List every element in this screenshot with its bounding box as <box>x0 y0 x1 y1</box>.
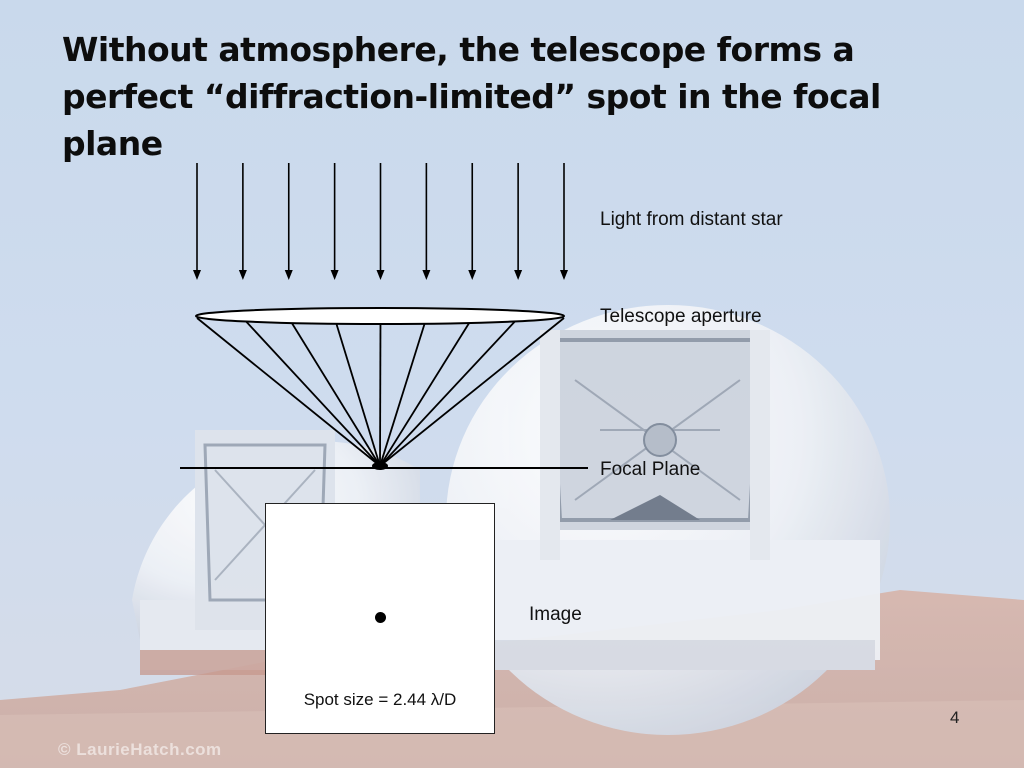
converging-ray <box>379 317 382 467</box>
slide-title: Without atmosphere, the telescope forms … <box>62 30 881 163</box>
converging-ray <box>379 317 519 467</box>
converging-ray <box>287 317 381 467</box>
converging-ray <box>379 317 565 467</box>
converging-ray <box>196 317 381 467</box>
diffraction-spot <box>375 612 386 623</box>
arrowhead-icon <box>284 270 293 280</box>
arrowhead-icon <box>468 270 477 280</box>
right-observatory-dome <box>446 305 890 735</box>
incoming-starlight-rays <box>193 163 568 280</box>
arrowhead-icon <box>560 270 568 280</box>
copyright-watermark: © LaurieHatch.com <box>58 740 222 759</box>
arrowhead-icon <box>422 270 431 280</box>
focal-plane-label: Focal Plane <box>600 459 701 480</box>
converging-ray <box>242 317 381 467</box>
focal-point <box>372 462 388 470</box>
arrowhead-icon <box>193 270 201 280</box>
arrowhead-icon <box>238 270 247 280</box>
spot-size-formula: Spot size = 2.44 λ/D <box>303 690 457 709</box>
arrowhead-icon <box>514 270 523 280</box>
focal-image-box: Spot size = 2.44 λ/D <box>265 503 495 734</box>
telescope-aperture-lens <box>195 307 565 325</box>
aperture-label: Telescope aperture <box>600 306 762 327</box>
arrowhead-icon <box>330 270 339 280</box>
ground-haze <box>0 700 1024 768</box>
arrowhead-icon <box>376 270 385 280</box>
converging-ray <box>333 317 381 467</box>
image-label: Image <box>529 604 582 625</box>
converging-light-cone <box>196 317 565 467</box>
converging-ray <box>379 317 474 467</box>
starlight-label: Light from distant star <box>600 209 783 230</box>
slide-number: 4 <box>950 708 960 727</box>
converging-ray <box>379 317 428 467</box>
